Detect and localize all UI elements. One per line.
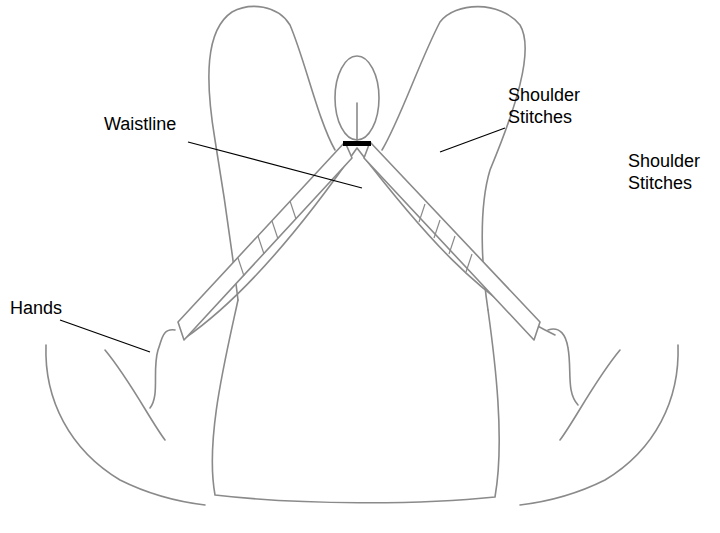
right-panel bbox=[382, 7, 525, 310]
right-shoulder-strap bbox=[364, 142, 540, 340]
part-label: Waistline bbox=[104, 113, 214, 135]
left-sleeve bbox=[46, 345, 205, 505]
waist-arch bbox=[185, 148, 555, 338]
part-label: Shoulder Stitches bbox=[508, 84, 598, 128]
skirt-body bbox=[212, 300, 499, 503]
left-shoulder-strap bbox=[178, 142, 352, 340]
leader-line bbox=[440, 128, 505, 152]
leader-line bbox=[60, 320, 150, 352]
right-sleeve bbox=[520, 345, 678, 505]
leader-line bbox=[188, 142, 362, 188]
left-hand bbox=[150, 330, 175, 408]
part-label: Shoulder Stitches bbox=[628, 150, 716, 194]
part-label: Hands bbox=[10, 297, 80, 319]
left-panel bbox=[209, 6, 335, 300]
waist-seam bbox=[343, 141, 371, 146]
neck-oval bbox=[335, 56, 379, 140]
right-hand bbox=[548, 329, 578, 405]
